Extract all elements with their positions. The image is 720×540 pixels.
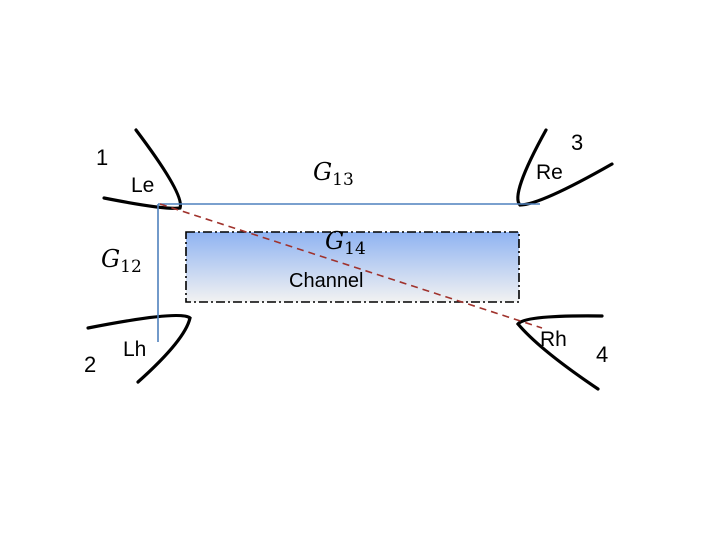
terminal-3-label: Re (536, 161, 563, 184)
g14-subscript: 14 (344, 239, 366, 259)
terminal-1-label: Le (131, 174, 155, 197)
terminal-1-number: 1 (96, 145, 109, 170)
path-g14-diagonal (159, 203, 543, 329)
terminal-3-contour (516, 128, 614, 207)
terminal-2-label: Lh (123, 338, 147, 361)
terminal-1-contour (102, 128, 183, 210)
g14-label: G14 (325, 229, 366, 258)
terminal-2-number: 2 (84, 352, 97, 377)
g14-symbol: G (325, 227, 345, 255)
terminal-3-number: 3 (571, 130, 584, 155)
terminal-2-contour (86, 313, 192, 384)
terminal-4-number: 4 (596, 342, 609, 367)
g13-subscript: 13 (332, 170, 354, 190)
g13-symbol: G (313, 158, 333, 186)
g12-label: G12 (101, 247, 142, 276)
g13-label: G13 (313, 160, 354, 189)
channel-label: Channel (289, 270, 364, 292)
terminal-4-label: Rh (540, 328, 567, 351)
channel-region (185, 231, 520, 303)
g12-symbol: G (101, 245, 121, 273)
g12-subscript: 12 (120, 257, 142, 277)
terminal-4-contour (515, 314, 604, 391)
